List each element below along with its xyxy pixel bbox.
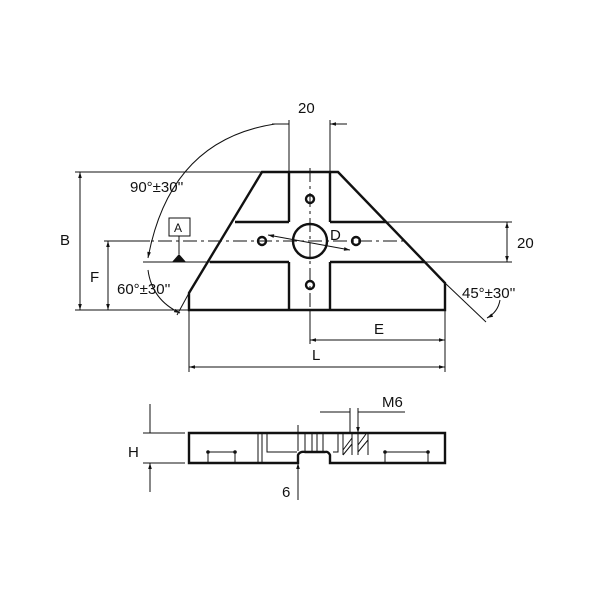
thread-label: M6 bbox=[382, 394, 403, 411]
dim-f-label: F bbox=[90, 269, 99, 286]
angle-60-label: 60°±30'' bbox=[117, 281, 170, 298]
angle-arc-45 bbox=[486, 299, 501, 319]
dim-b-label: B bbox=[60, 232, 70, 249]
extension-lines-right bbox=[386, 221, 512, 263]
dim-l-label: L bbox=[312, 347, 320, 364]
horizontal-slot bbox=[210, 220, 425, 264]
dim-top-20-label: 20 bbox=[298, 100, 315, 117]
vertical-slot bbox=[287, 172, 332, 310]
extension-lines-h bbox=[143, 432, 185, 464]
thread-hatch bbox=[342, 433, 369, 456]
dim-slot-20-label: 20 bbox=[517, 235, 534, 252]
top-view: D 20 20 B F A 90°±30'' 60°±30'' 45°±30'' bbox=[60, 100, 534, 372]
side-outline bbox=[187, 431, 447, 465]
angle-90-label: 90°±30'' bbox=[130, 179, 183, 196]
side-inner-lines bbox=[207, 433, 429, 463]
datum-label: A bbox=[174, 221, 182, 235]
extension-lines-left bbox=[75, 171, 262, 311]
angle-arc-60 bbox=[147, 269, 181, 314]
dim-6-label: 6 bbox=[282, 484, 290, 501]
angle-45-label: 45°±30'' bbox=[462, 285, 515, 302]
diameter-label: D bbox=[330, 227, 341, 244]
side-view: M6 H 6 bbox=[128, 394, 447, 501]
dim-h-label: H bbox=[128, 444, 139, 461]
dim-m6 bbox=[320, 408, 378, 433]
diameter-leader bbox=[267, 234, 351, 251]
datum-triangle bbox=[172, 254, 186, 262]
slant-extension-right bbox=[444, 282, 487, 323]
angle-arc-90 bbox=[147, 123, 276, 259]
slant-extension-left bbox=[176, 292, 190, 316]
extension-lines-top bbox=[288, 120, 331, 172]
dim-e-label: E bbox=[374, 321, 384, 338]
